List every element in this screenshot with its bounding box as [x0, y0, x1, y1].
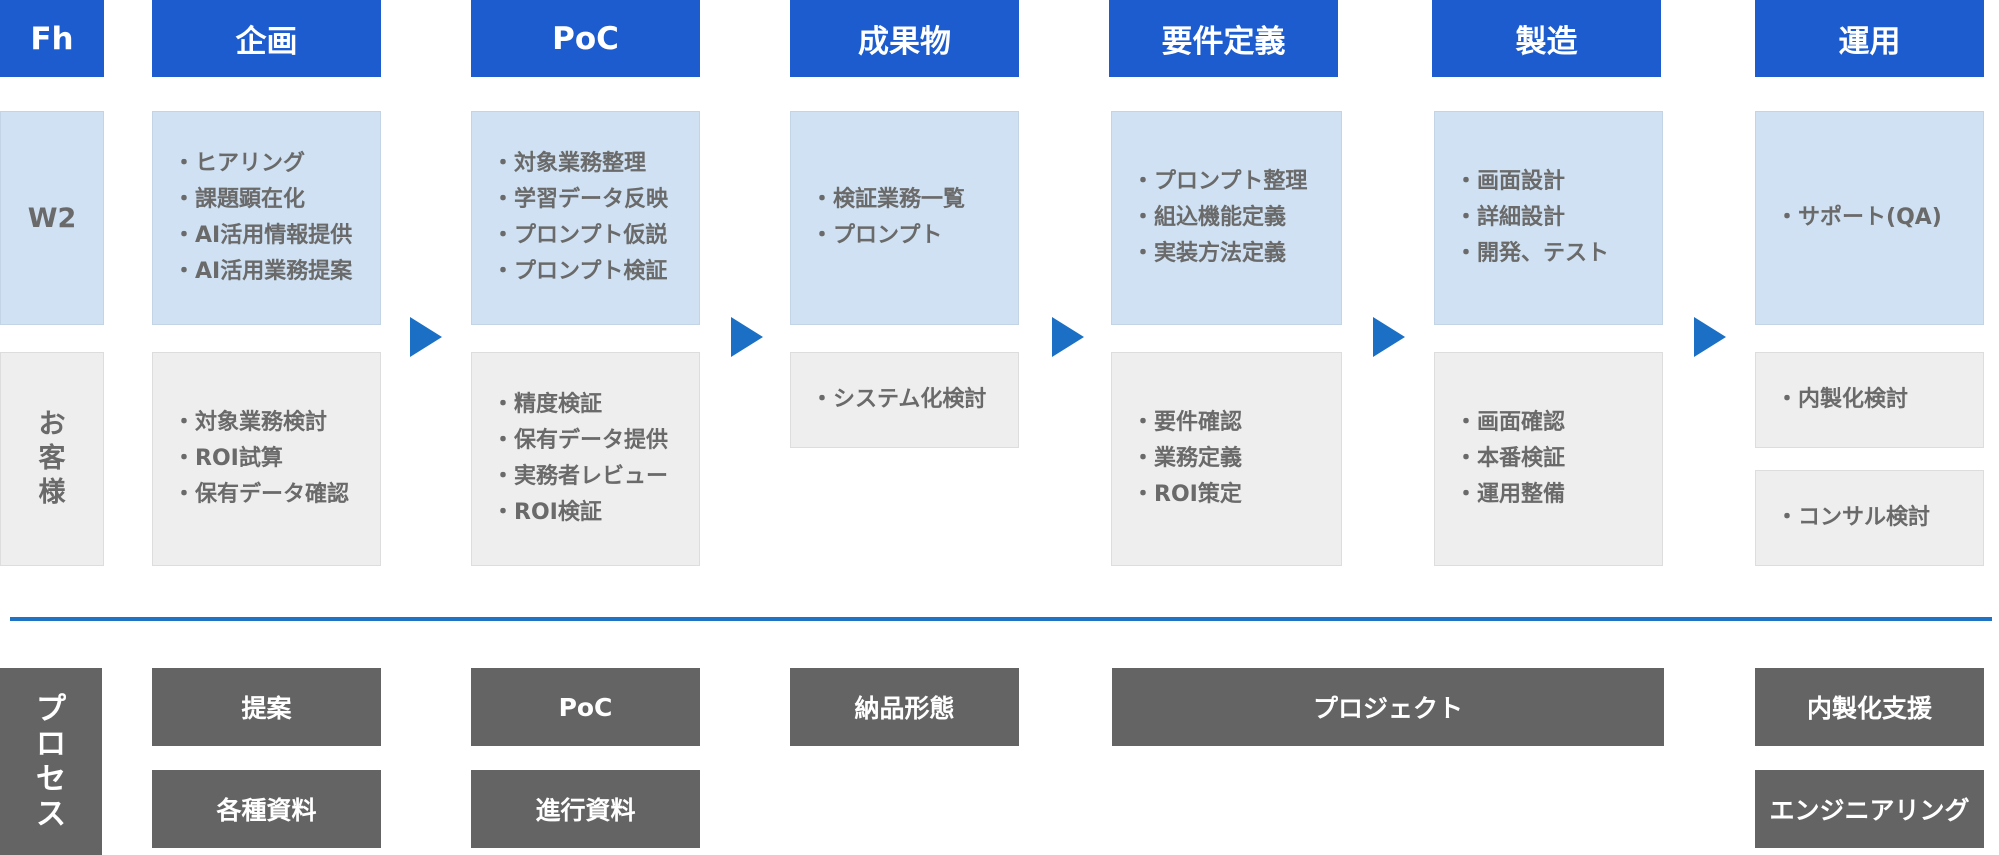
list-item: 要件確認: [1132, 405, 1341, 441]
list-item: プロンプト整理: [1132, 164, 1341, 200]
list-item: プロンプト: [811, 218, 1018, 254]
phase-header-manufacturing: 製造: [1432, 0, 1661, 77]
list-item: ROI検証: [492, 495, 699, 531]
list-item: 開発、テスト: [1455, 236, 1662, 272]
phase-header-planning: 企画: [152, 0, 381, 77]
w2-cell-poc: 対象業務整理学習データ反映プロンプト仮説プロンプト検証: [471, 111, 700, 325]
customer-cell-requirements: 要件確認業務定義ROI策定: [1111, 352, 1342, 566]
process-materials: 各種資料: [152, 770, 381, 848]
list-item: プロンプト仮説: [492, 218, 699, 254]
w2-cell-planning: ヒアリング課題顕在化AI活用情報提供AI活用業務提案: [152, 111, 381, 325]
list-item: 運用整備: [1455, 477, 1662, 513]
list-item: 画面確認: [1455, 405, 1662, 441]
section-divider: [10, 617, 1992, 621]
customer-cell-deliverables: システム化検討: [790, 352, 1019, 448]
row-label-customer: お客様: [0, 352, 104, 566]
process-poc: PoC: [471, 668, 700, 746]
phase-header-requirements: 要件定義: [1109, 0, 1338, 77]
phase-header-operation: 運用: [1755, 0, 1984, 77]
list-item: 業務定義: [1132, 441, 1341, 477]
list-item: 対象業務整理: [492, 146, 699, 182]
list-item: 内製化検討: [1776, 382, 1983, 418]
list-item: 保有データ提供: [492, 423, 699, 459]
process-proposal: 提案: [152, 668, 381, 746]
list-item: AI活用情報提供: [173, 218, 380, 254]
arrow-right-icon: [1373, 317, 1405, 357]
list-item: 実務者レビュー: [492, 459, 699, 495]
list-item: AI活用業務提案: [173, 254, 380, 290]
w2-cell-operation: サポート(QA): [1755, 111, 1984, 325]
list-item: ヒアリング: [173, 146, 380, 182]
phase-header-deliverables: 成果物: [790, 0, 1019, 77]
process-project: プロジェクト: [1112, 668, 1664, 746]
process-progress-materials: 進行資料: [471, 770, 700, 848]
row-label-fh: Fh: [0, 0, 104, 77]
process-engineering: エンジニアリング: [1755, 770, 1984, 848]
list-item: 本番検証: [1455, 441, 1662, 477]
list-item: 検証業務一覧: [811, 182, 1018, 218]
row-label-process-text: プロセス: [36, 691, 66, 832]
arrow-right-icon: [410, 317, 442, 357]
row-label-customer-text: お客様: [38, 409, 66, 508]
w2-cell-requirements: プロンプト整理組込機能定義実装方法定義: [1111, 111, 1342, 325]
process-inhouse-support: 内製化支援: [1755, 668, 1984, 746]
customer-cell-operation-2: コンサル検討: [1755, 470, 1984, 566]
arrow-right-icon: [1052, 317, 1084, 357]
list-item: サポート(QA): [1776, 200, 1983, 236]
phase-header-poc: PoC: [471, 0, 700, 77]
customer-cell-operation-1: 内製化検討: [1755, 352, 1984, 448]
row-label-w2: W2: [0, 111, 104, 325]
arrow-right-icon: [731, 317, 763, 357]
process-delivery-form: 納品形態: [790, 668, 1019, 746]
list-item: ROI策定: [1132, 477, 1341, 513]
row-label-process: プロセス: [0, 668, 102, 855]
list-item: コンサル検討: [1776, 500, 1983, 536]
w2-cell-deliverables: 検証業務一覧プロンプト: [790, 111, 1019, 325]
list-item: 学習データ反映: [492, 182, 699, 218]
list-item: プロンプト検証: [492, 254, 699, 290]
list-item: 課題顕在化: [173, 182, 380, 218]
customer-cell-manufacturing: 画面確認本番検証運用整備: [1434, 352, 1663, 566]
list-item: 対象業務検討: [173, 405, 380, 441]
w2-cell-manufacturing: 画面設計詳細設計開発、テスト: [1434, 111, 1663, 325]
list-item: 詳細設計: [1455, 200, 1662, 236]
list-item: 保有データ確認: [173, 477, 380, 513]
list-item: システム化検討: [811, 382, 1018, 418]
list-item: 組込機能定義: [1132, 200, 1341, 236]
arrow-right-icon: [1694, 317, 1726, 357]
list-item: 画面設計: [1455, 164, 1662, 200]
customer-cell-planning: 対象業務検討ROI試算保有データ確認: [152, 352, 381, 566]
customer-cell-poc: 精度検証保有データ提供実務者レビューROI検証: [471, 352, 700, 566]
list-item: ROI試算: [173, 441, 380, 477]
list-item: 実装方法定義: [1132, 236, 1341, 272]
list-item: 精度検証: [492, 387, 699, 423]
